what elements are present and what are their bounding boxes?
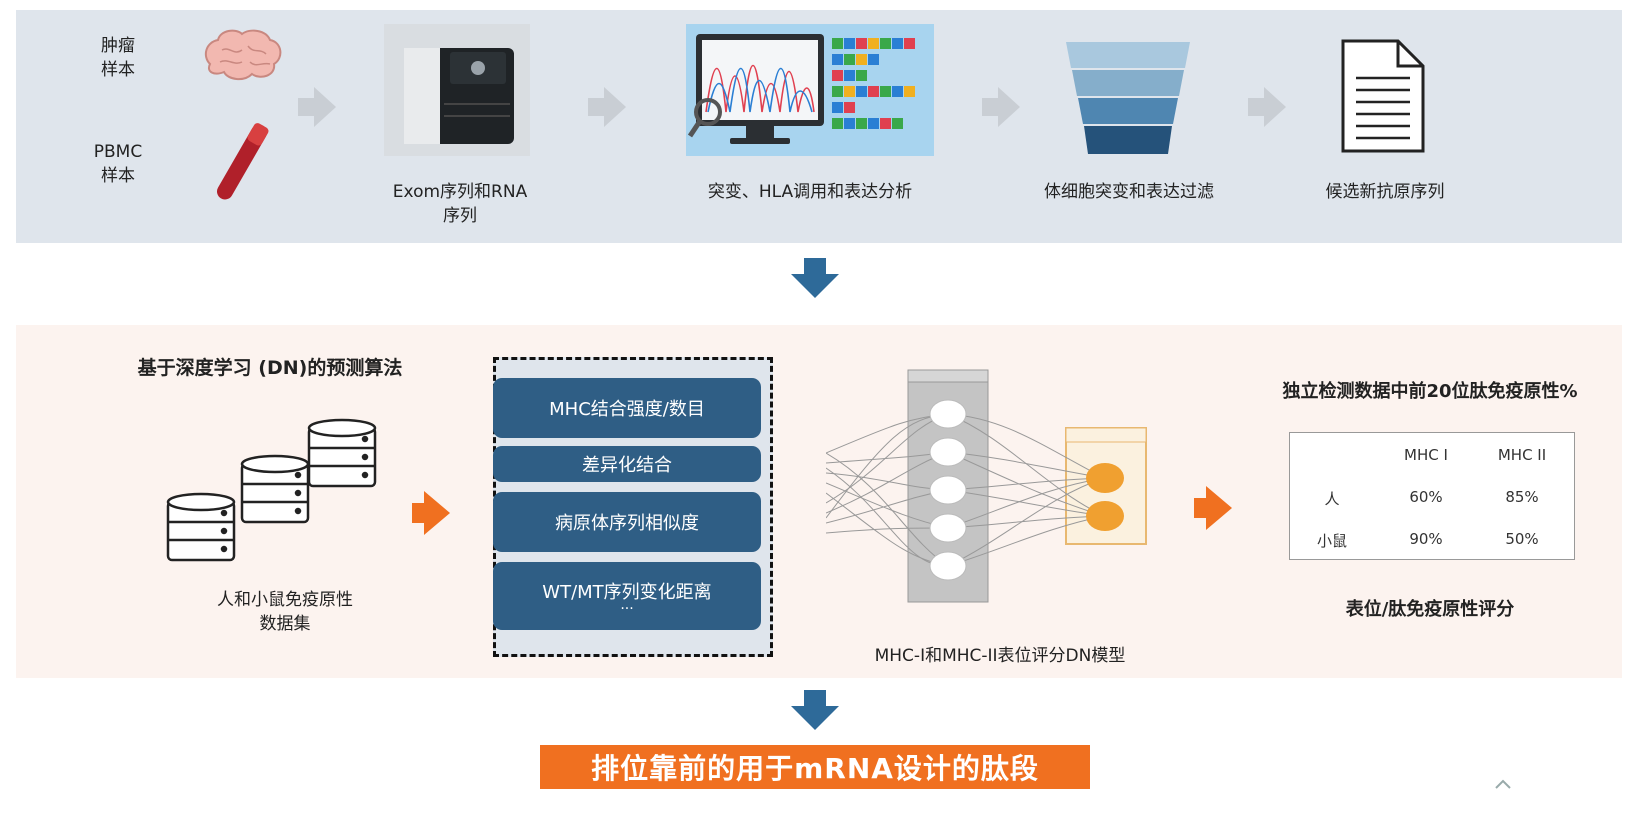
flow-arrow-tail [588, 98, 604, 116]
flow-arrow-tail [1248, 98, 1264, 116]
analysis-monitor-icon [686, 24, 934, 156]
feature-wt-mt-distance: WT/MT序列变化距离 ··· [493, 562, 761, 630]
feature-pathogen-similarity: 病原体序列相似度 [493, 492, 761, 552]
table-cell: 85% [1505, 488, 1539, 506]
down-arrow-icon [791, 274, 839, 298]
flow-arrow-right-icon [314, 87, 336, 127]
candidates-step-label: 候选新抗原序列 [1325, 182, 1445, 202]
feature-differential-binding: 差异化结合 [493, 446, 761, 482]
sequencer-icon [384, 24, 530, 156]
dataset-label: 人和小鼠免疫原性 数据集 [217, 590, 353, 634]
flow-arrow-tail [982, 98, 998, 116]
table-header-mhc1: MHC I [1404, 446, 1448, 464]
chevron-up-icon[interactable] [1494, 778, 1512, 790]
score-label: 表位/肽免疫原性评分 [1345, 599, 1515, 620]
table-header-mhc2: MHC II [1497, 446, 1547, 464]
analysis-step-label: 突变、HLA调用和表达分析 [707, 182, 913, 202]
feature-more-ellipsis: ··· [620, 601, 634, 617]
flow-arrow-right-icon [604, 87, 626, 127]
table-row-label: 小鼠 [1316, 532, 1347, 550]
table-cell: 90% [1409, 530, 1443, 548]
orange-arrow-tail [1194, 498, 1208, 518]
immunogenicity-table [1289, 432, 1575, 560]
flow-arrow-right-icon [1264, 87, 1286, 127]
orange-arrow-right-icon [424, 491, 450, 535]
document-icon [1341, 39, 1425, 153]
table-cell: 50% [1505, 530, 1539, 548]
feature-mhc-binding: MHC结合强度/数目 [493, 378, 761, 438]
table-cell: 60% [1409, 488, 1443, 506]
feature-wt-mt-label: WT/MT序列变化距离 [542, 582, 712, 603]
flow-arrow-tail [298, 98, 314, 116]
model-label: MHC-I和MHC-II表位评分DN模型 [874, 646, 1126, 666]
tumor-brain-icon [204, 29, 282, 80]
filter-step-label: 体细胞突变和表达过滤 [1044, 182, 1214, 202]
database-icon [166, 418, 377, 562]
tumor-sample-label: 肿瘤 样本 [101, 36, 135, 80]
pbmc-sample-label: PBMC 样本 [93, 142, 143, 186]
down-arrow-tail [804, 258, 826, 274]
table-row-label: 人 [1324, 490, 1340, 508]
filter-funnel-icon [1066, 42, 1190, 154]
down-arrow-tail [804, 690, 826, 706]
down-arrow-icon [791, 706, 839, 730]
algorithm-title: 基于深度学习 (DN)的预测算法 [137, 357, 403, 379]
result-bar: 排位靠前的用于mRNA设计的肽段 [540, 745, 1090, 789]
orange-arrow-right-icon [1206, 486, 1232, 530]
flow-arrow-right-icon [998, 87, 1020, 127]
orange-arrow-tail [412, 503, 426, 523]
sequencing-step-label: Exom序列和RNA 序列 [392, 182, 528, 226]
neural-network-icon [826, 369, 1147, 603]
blood-tube-icon [217, 123, 269, 200]
table-title: 独立检测数据中前20位肽免疫原性% [1282, 381, 1578, 402]
